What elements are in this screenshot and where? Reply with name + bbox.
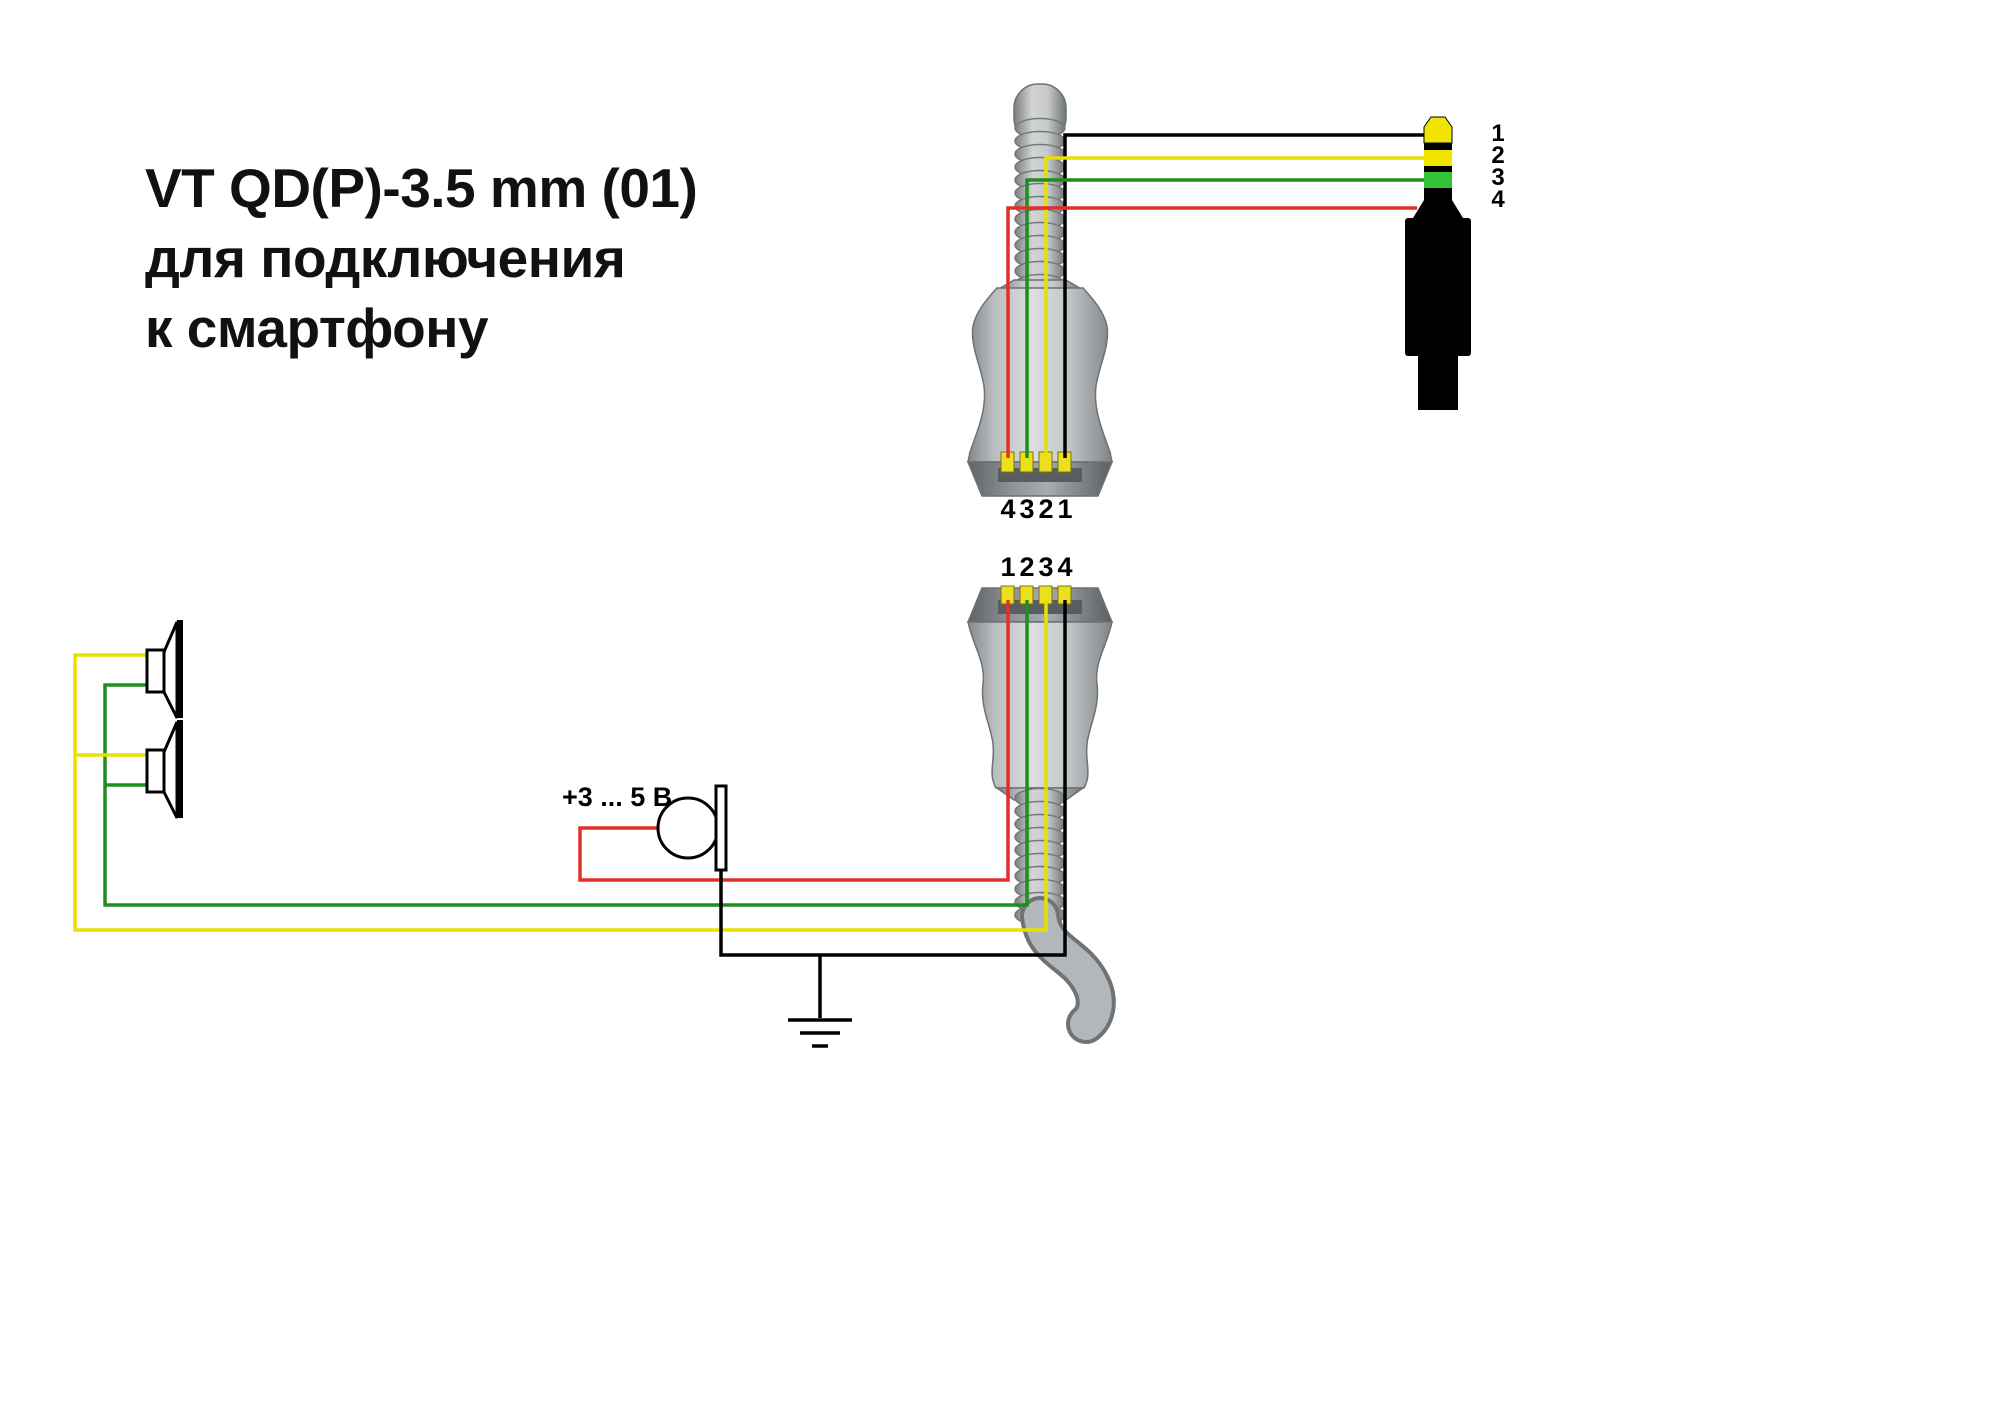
cable-core — [1024, 900, 1112, 1040]
microphone: +3 ... 5 В — [562, 782, 728, 872]
top-wires — [1006, 133, 1424, 458]
jack-pin-label: 3 — [1491, 164, 1504, 191]
pin-label: 3 — [1019, 494, 1034, 524]
mic-voltage-label: +3 ... 5 В — [562, 782, 672, 812]
ground-symbol — [788, 955, 852, 1048]
pin-label: 1 — [1000, 552, 1015, 582]
connector-body — [967, 621, 1113, 789]
jack-sleeve-flare — [1413, 200, 1463, 218]
pin-label: 4 — [1057, 552, 1072, 582]
jack-band-3 — [1424, 172, 1452, 188]
jack-insulator-2 — [1424, 166, 1452, 172]
bottom-wires — [73, 600, 1067, 1048]
pin-label: 1 — [1057, 494, 1072, 524]
jack-body-lower — [1418, 356, 1458, 410]
mic-electrode-bar — [714, 784, 728, 872]
wire-yellow-to-ring2 — [1044, 156, 1424, 458]
speaker-top — [145, 620, 183, 719]
title-line-1: VT QD(P)-3.5 mm (01) — [145, 157, 697, 219]
cable-tail — [1020, 896, 1116, 1044]
title-line-3: к смартфону — [145, 297, 489, 359]
wire-green-speakers — [103, 600, 1029, 907]
mic-capsule — [656, 796, 720, 860]
pin-label: 2 — [1019, 552, 1034, 582]
jack-sleeve-neck — [1424, 188, 1452, 200]
title-block: VT QD(P)-3.5 mm (01) для подключения к с… — [145, 157, 698, 359]
jack-pin-labels: 1 2 3 4 — [1491, 120, 1505, 213]
speaker-driver — [145, 648, 166, 694]
wire-black-to-tip — [1063, 133, 1424, 458]
contacts — [1000, 585, 1072, 605]
top-connector-pin-labels: 4 3 2 1 — [1000, 494, 1072, 524]
title-line-2: для подключения — [145, 227, 625, 289]
jack-pin-label: 2 — [1491, 142, 1504, 169]
speaker-baffle — [177, 620, 183, 718]
speaker-cone — [162, 721, 179, 819]
bottom-qd-connector: 1 2 3 4 — [966, 552, 1116, 1044]
jack-pin-label: 1 — [1491, 120, 1504, 147]
speaker-bottom — [145, 720, 183, 819]
connector-body — [967, 287, 1113, 463]
pin-label: 4 — [1000, 494, 1015, 524]
wire-black-ground — [719, 600, 1067, 957]
jack-pin-label: 4 — [1491, 186, 1505, 213]
jack-body — [1405, 218, 1471, 356]
strain-relief-ribs — [1014, 117, 1066, 295]
wire-yellow-speakers — [73, 600, 1048, 932]
pin-label: 2 — [1038, 494, 1053, 524]
jack-insulator-1 — [1424, 143, 1452, 150]
speaker-driver — [145, 748, 166, 794]
wire-green-to-ring3 — [1025, 178, 1424, 458]
speaker-baffle — [177, 720, 183, 818]
wire-red-mic — [578, 600, 1010, 882]
trs-jack-35mm: 1 2 3 4 — [1405, 116, 1505, 410]
top-qd-connector: 4 3 2 1 — [966, 83, 1114, 524]
bottom-connector-pin-labels: 1 2 3 4 — [1000, 552, 1072, 582]
speaker-cone — [162, 621, 179, 719]
wire-red-to-sleeve — [1006, 206, 1417, 458]
jack-band-2 — [1424, 150, 1452, 166]
jack-tip — [1423, 116, 1453, 144]
pin-label: 3 — [1038, 552, 1053, 582]
